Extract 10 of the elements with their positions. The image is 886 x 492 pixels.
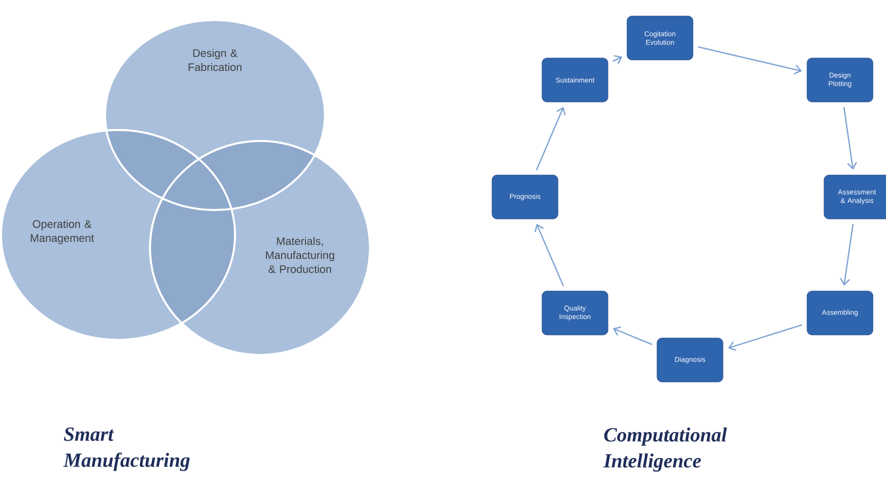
- arrow: [843, 107, 858, 170]
- arrow: [612, 55, 622, 64]
- arrow: [536, 106, 566, 170]
- arrow: [840, 224, 854, 286]
- panel-title: Computational Intelligence: [603, 428, 727, 472]
- panel-title: Smart Manufacturing: [63, 428, 190, 471]
- arrow: [698, 46, 802, 74]
- arrow: [612, 326, 652, 346]
- arrow: [728, 324, 802, 351]
- arrow: [534, 224, 564, 286]
